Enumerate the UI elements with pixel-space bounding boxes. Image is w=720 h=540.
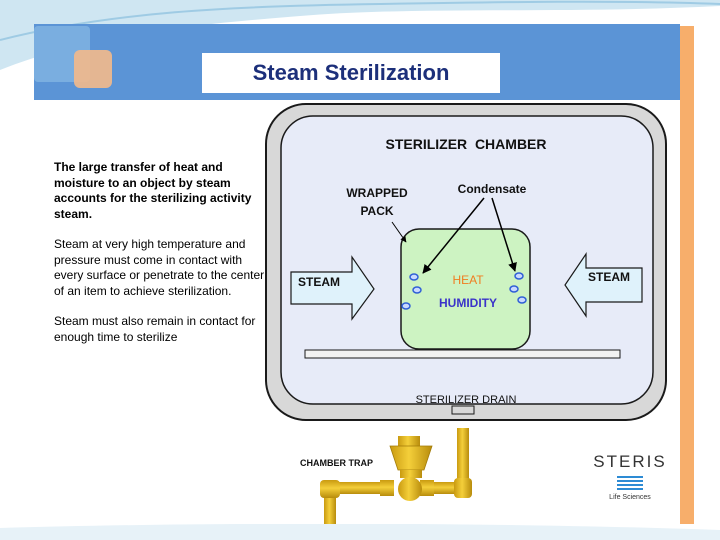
drain-piping — [320, 428, 472, 524]
steam-arrow-right — [564, 252, 643, 318]
paragraph-intro: The large transfer of heat and moisture … — [54, 160, 252, 221]
steris-logo: STERIS Life Sciences — [590, 452, 670, 501]
condensate-label: Condensate — [458, 182, 527, 196]
top-wave-highlight — [0, 0, 720, 41]
logo-name: STERIS — [593, 452, 667, 471]
condensate-pointer-left — [422, 197, 485, 274]
steam-left-label: STEAM — [298, 275, 340, 289]
chamber-label: STERILIZER CHAMBER — [386, 136, 547, 152]
steam-right-label: STEAM — [588, 270, 630, 284]
droplet — [509, 285, 519, 293]
pipe-elbow-right — [454, 478, 472, 498]
drain-pipe-vertical — [457, 428, 469, 490]
pipe-coupling-left — [380, 480, 394, 496]
title-box: Steam Sterilization — [202, 53, 500, 93]
heat-label: HEAT — [452, 273, 484, 287]
trap-base — [398, 477, 422, 501]
condensate-pointer-right — [491, 197, 517, 272]
logo-waves-icon — [617, 476, 643, 492]
right-accent-bar — [680, 26, 694, 524]
wrapped-pack-pointer — [391, 221, 407, 243]
humidity-label: HUMIDITY — [439, 296, 497, 310]
pipe-elbow-left — [320, 480, 340, 498]
chamber-shelf — [304, 349, 621, 359]
header-decoration-square-accent — [74, 50, 112, 88]
droplet — [514, 272, 524, 280]
droplet — [412, 286, 422, 294]
logo-tagline: Life Sciences — [609, 494, 651, 501]
top-wave-decoration — [0, 0, 720, 70]
body-text: The large transfer of heat and moisture … — [54, 160, 266, 360]
trap-label: CHAMBER TRAP — [300, 458, 373, 468]
drain-fitting — [451, 405, 475, 415]
wrapped-pack-label-line2: PACK — [360, 204, 393, 218]
droplet — [517, 296, 527, 304]
wrapped-pack-label-line1: WRAPPED — [346, 186, 408, 200]
pipe-coupling-right — [420, 480, 434, 496]
paragraph-contact-time: Steam must also remain in contact for en… — [54, 314, 256, 344]
steam-arrow-left — [290, 255, 375, 321]
paragraph-temperature: Steam at very high temperature and press… — [54, 237, 265, 298]
bottom-wave-decoration — [0, 523, 720, 540]
trap-body — [389, 445, 433, 471]
chamber-trap — [389, 436, 433, 501]
page-title: Steam Sterilization — [252, 60, 450, 85]
wrapped-pack — [400, 228, 531, 350]
droplet — [401, 302, 411, 310]
drain-label: STERILIZER DRAIN — [416, 394, 517, 406]
trap-cap — [398, 436, 420, 446]
droplet — [409, 273, 419, 281]
trap-neck — [400, 470, 422, 478]
condensate-droplets — [401, 272, 527, 310]
left-pipe-horizontal — [330, 482, 394, 494]
